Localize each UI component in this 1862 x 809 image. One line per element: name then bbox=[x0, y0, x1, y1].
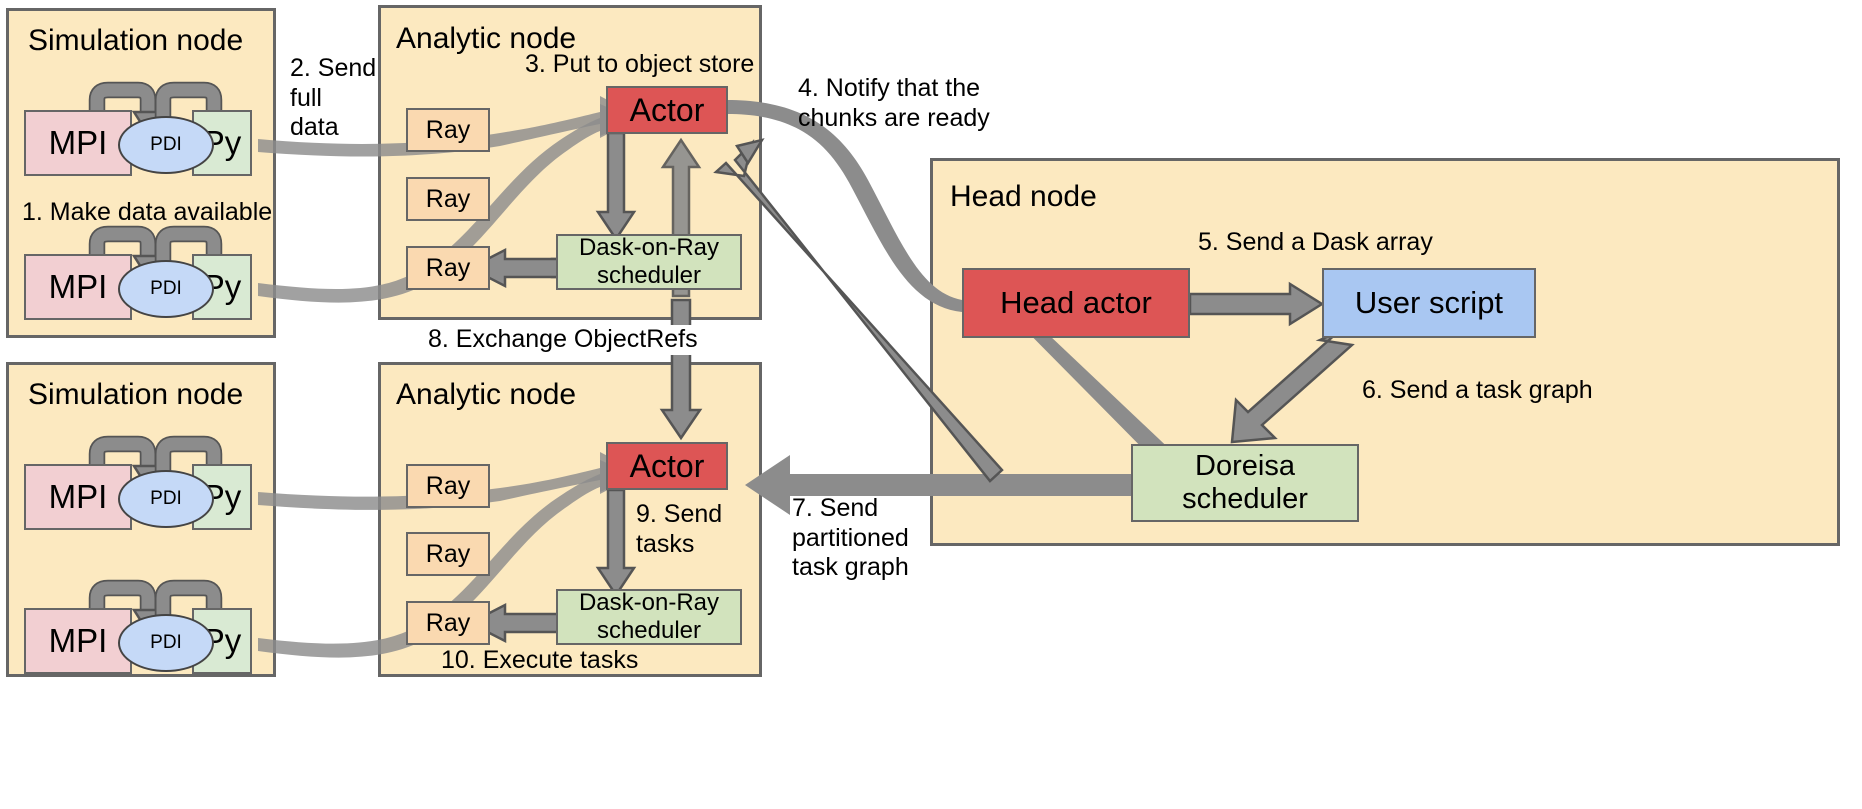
head-node bbox=[930, 158, 1840, 546]
pdi-ellipse-sim2-proc2: PDI bbox=[118, 614, 214, 672]
mpi-box-sim1-proc2: MPI bbox=[24, 254, 132, 320]
user-script-box: User script bbox=[1322, 268, 1536, 338]
ray-box-bottom-1: Ray bbox=[406, 464, 490, 508]
simulation-node-bottom-title: Simulation node bbox=[28, 378, 244, 411]
step-2-label: 2. Send full data bbox=[290, 54, 377, 141]
step-8-label: 8. Exchange ObjectRefs bbox=[424, 325, 702, 355]
simulation-node-top-title: Simulation node bbox=[28, 24, 244, 57]
step-4-label: 4. Notify that the chunks are ready bbox=[798, 74, 990, 132]
mpi-box-sim2-proc1: MPI bbox=[24, 464, 132, 530]
pdi-ellipse-sim1-proc2: PDI bbox=[118, 260, 214, 318]
mpi-box-sim2-proc2: MPI bbox=[24, 608, 132, 674]
ray-box-top-3: Ray bbox=[406, 246, 490, 290]
mpi-box-sim1-proc1: MPI bbox=[24, 110, 132, 176]
ray-box-bottom-3: Ray bbox=[406, 601, 490, 645]
step-3-label: 3. Put to object store bbox=[525, 50, 755, 78]
ray-box-top-2: Ray bbox=[406, 177, 490, 221]
step-1-label: 1. Make data available bbox=[22, 198, 273, 226]
dask-on-ray-scheduler-top: Dask-on-Ray scheduler bbox=[556, 234, 742, 290]
pdi-ellipse-sim1-proc1: PDI bbox=[118, 116, 214, 174]
doreisa-scheduler-box: Doreisa scheduler bbox=[1131, 444, 1359, 522]
actor-box-bottom: Actor bbox=[606, 442, 728, 490]
step-5-label: 5. Send a Dask array bbox=[1198, 228, 1433, 256]
analytic-node-bottom-title: Analytic node bbox=[396, 378, 577, 411]
step-10-label: 10. Execute tasks bbox=[441, 646, 639, 674]
ray-box-top-1: Ray bbox=[406, 108, 490, 152]
actor-box-top: Actor bbox=[606, 86, 728, 134]
step-9-label: 9. Send tasks bbox=[636, 500, 723, 558]
head-node-title: Head node bbox=[950, 180, 1097, 213]
ray-box-bottom-2: Ray bbox=[406, 532, 490, 576]
step-7-label: 7. Send partitioned task graph bbox=[792, 494, 909, 581]
step-6-label: 6. Send a task graph bbox=[1362, 376, 1593, 404]
py-box-sim1-proc1: Py bbox=[192, 110, 252, 176]
analytic-node-top-title: Analytic node bbox=[396, 22, 577, 55]
pdi-ellipse-sim2-proc1: PDI bbox=[118, 470, 214, 528]
dask-on-ray-scheduler-bottom: Dask-on-Ray scheduler bbox=[556, 589, 742, 645]
head-actor-box: Head actor bbox=[962, 268, 1190, 338]
